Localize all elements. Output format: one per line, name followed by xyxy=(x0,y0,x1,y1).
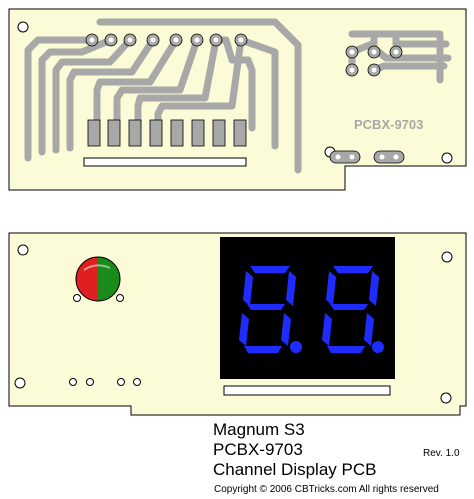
revision-label: Rev. 1.0 xyxy=(423,448,460,459)
bottom-board xyxy=(8,232,467,416)
edge-connector-pads xyxy=(87,119,247,147)
bottom-holes xyxy=(14,244,453,404)
bicolor-led xyxy=(75,256,121,302)
seven-segment-display xyxy=(220,237,395,379)
caption-description: Channel Display PCB xyxy=(213,460,377,479)
board-label: PCBX-9703 xyxy=(354,117,423,132)
display-slot xyxy=(223,385,391,396)
copper-traces xyxy=(24,18,452,174)
caption-model: Magnum S3 xyxy=(213,420,305,439)
oval-pads xyxy=(329,150,405,164)
connector-slot xyxy=(83,157,247,167)
display-digits xyxy=(239,266,384,353)
copyright-notice: Copyright © 2006 CBTricks.com All rights… xyxy=(214,484,439,495)
top-board: PCBX-9703 xyxy=(8,8,467,191)
caption-part-number: PCBX-9703 xyxy=(213,440,303,459)
